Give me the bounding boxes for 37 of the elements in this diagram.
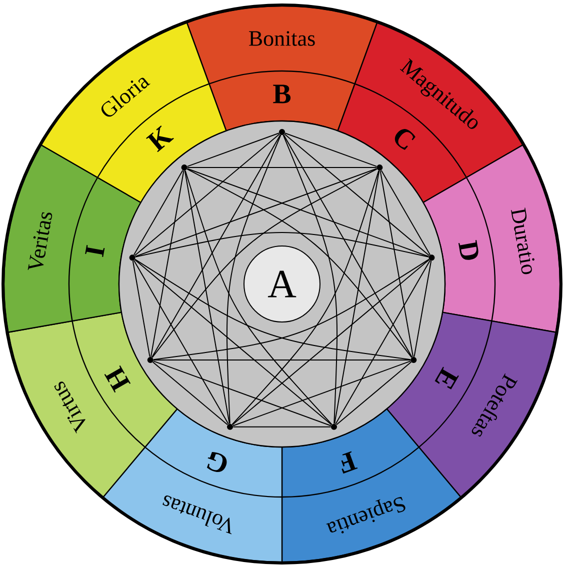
connecting-line [152,362,228,426]
connecting-line [186,132,280,167]
connecting-line [232,259,430,426]
connecting-line [133,170,184,256]
connecting-line [186,168,412,358]
connecting-line [284,134,430,256]
connecting-line [152,360,332,426]
connecting-line [150,170,184,358]
wheel-segment: Duratio D [422,144,561,333]
connecting-line [380,170,414,358]
connecting-line [152,168,378,358]
connecting-line [151,134,281,358]
connecting-line [134,168,378,257]
connecting-line [336,362,412,426]
connecting-line [226,134,282,424]
connecting-line [283,134,413,358]
connecting-line [184,170,230,424]
connecting-line [380,170,431,256]
connecting-line [232,170,380,425]
wheel-segment: Veritas I [3,144,142,333]
connecting-line [186,168,430,257]
connecting-line [134,232,430,258]
connecting-line [232,426,332,428]
wheel-segment: Sapientia F [281,408,462,563]
connecting-line [282,134,338,424]
connecting-line [133,260,229,425]
connecting-line [232,360,412,426]
connecting-line [132,260,150,358]
connecting-line [184,170,332,425]
connecting-line [134,134,280,256]
connecting-line [334,170,380,424]
connecting-line [414,260,432,358]
connecting-line [134,259,332,426]
connecting-line [284,132,378,167]
wheel-segment: Bonitas B [186,5,378,132]
connecting-line [335,260,431,425]
connecting-line [187,167,377,168]
